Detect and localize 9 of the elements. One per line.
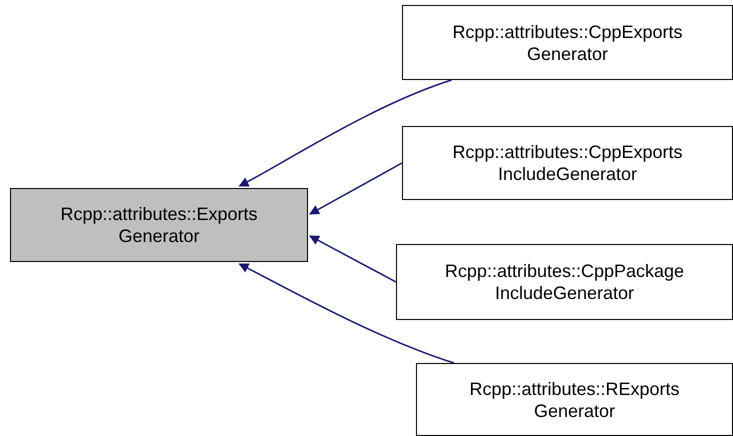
class-box: Rcpp::attributes::CppExports Generator — [402, 5, 733, 80]
inheritance-arrow — [309, 235, 396, 283]
class-box: Rcpp::attributes::CppPackage IncludeGenerator — [396, 244, 733, 320]
base-class-box: Rcpp::attributes::Exports Generator — [10, 188, 308, 262]
inheritance-arrow — [309, 162, 402, 215]
class-box: Rcpp::attributes::CppExports IncludeGenerator — [402, 126, 733, 200]
class-box: Rcpp::attributes::RExports Generator — [416, 363, 733, 436]
inheritance-arrow — [238, 79, 452, 187]
inheritance-arrow — [238, 263, 454, 364]
